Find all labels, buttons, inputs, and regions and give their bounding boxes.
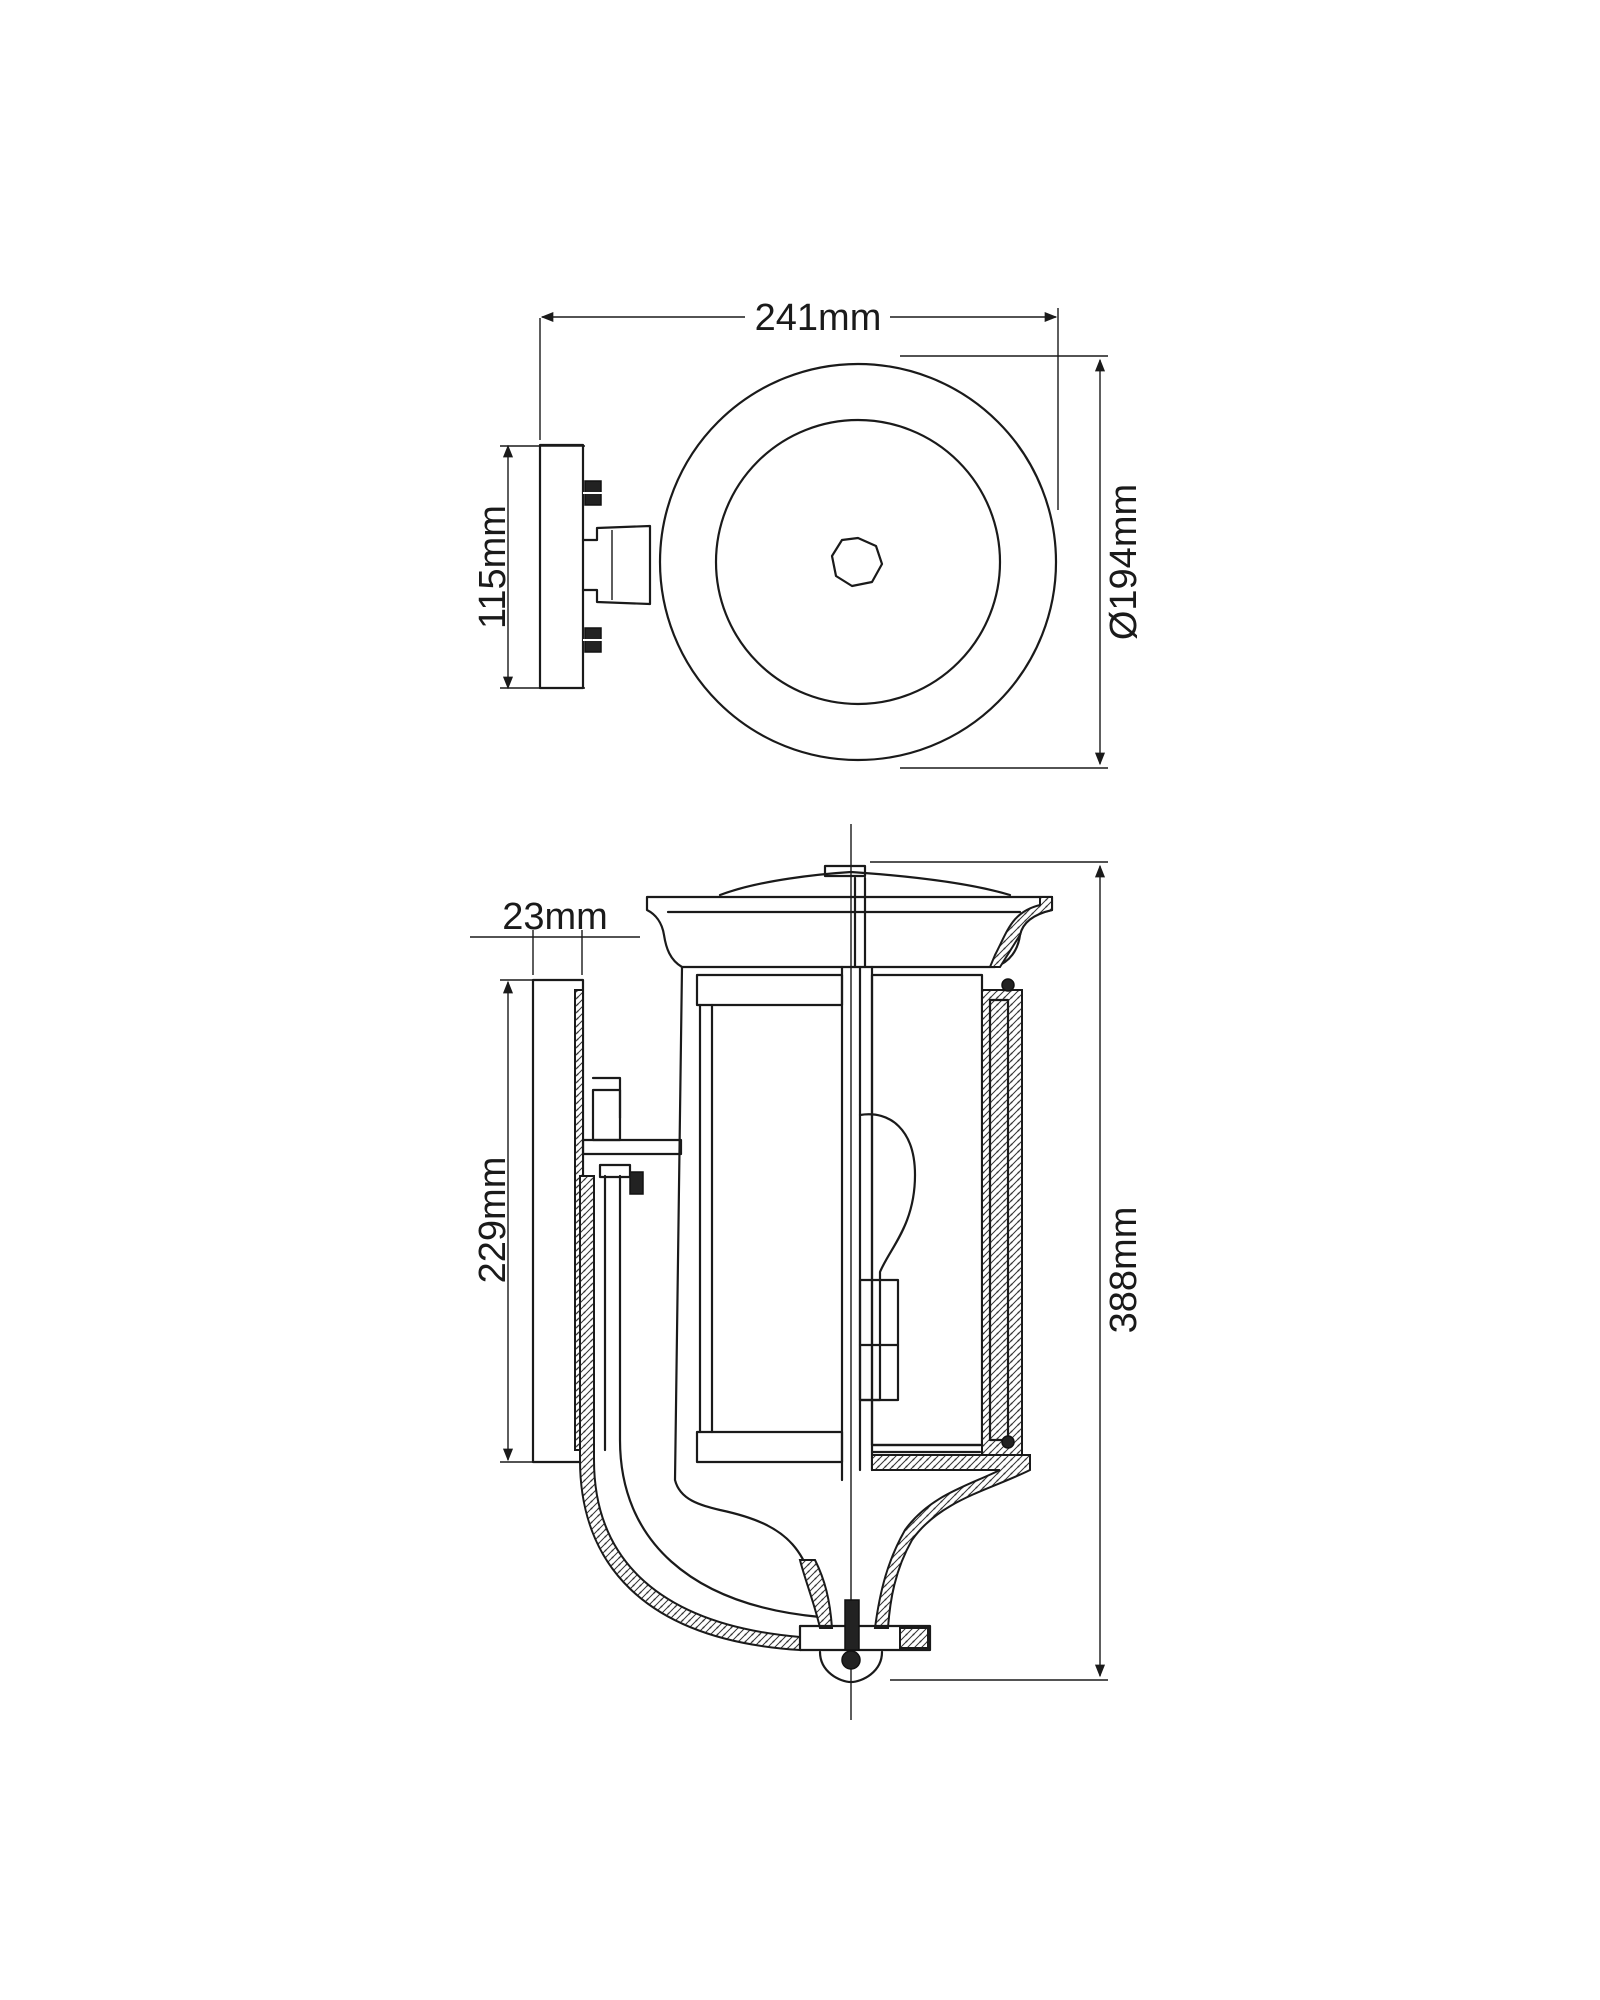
lower-band — [695, 1430, 844, 1464]
finial-hexagon — [830, 536, 884, 588]
side-view: 23mm 229mm — [470, 824, 1145, 1720]
curved-arm — [579, 1175, 801, 1652]
dim-plan-diameter: Ø194mm — [900, 355, 1145, 769]
bowl-section-left — [798, 1559, 834, 1629]
dim-side-backplate: 229mm — [472, 979, 540, 1463]
glass-panel — [870, 973, 984, 1447]
bottom-fitting — [798, 1624, 932, 1652]
clip-top — [1001, 978, 1015, 992]
dim-plan-backplate: 115mm — [472, 444, 585, 690]
dim-label-194mm: Ø194mm — [1103, 484, 1145, 640]
dim-side-depth: 23mm — [470, 896, 640, 975]
dim-side-total: 388mm — [870, 861, 1145, 1681]
dim-label-388mm: 388mm — [1103, 1207, 1145, 1334]
finial-top — [823, 864, 867, 878]
upper-band — [695, 973, 844, 1007]
frame-section-right — [981, 989, 1023, 1461]
bottom-knob — [818, 1650, 884, 1684]
arm-bar — [581, 1138, 683, 1156]
dim-plan-width: 241mm — [539, 297, 1059, 510]
lantern-body-left — [673, 965, 822, 1622]
lantern-outer-circle — [658, 362, 1058, 762]
plan-view: 241mm 115mm Ø194mm — [472, 297, 1145, 769]
backplate-plan — [538, 443, 585, 690]
clip-bottom — [1001, 1435, 1015, 1449]
lantern-inner-circle — [714, 418, 1002, 706]
arm-plan — [581, 524, 652, 606]
mount-block — [591, 1088, 622, 1142]
dim-label-115mm: 115mm — [472, 505, 514, 629]
screw-side — [629, 1171, 644, 1195]
bracket-stem — [591, 1076, 622, 1120]
bulb-socket — [858, 1278, 900, 1402]
bulb — [858, 1113, 917, 1402]
lantern-cap — [645, 895, 1054, 969]
dim-label-229mm: 229mm — [472, 1157, 514, 1284]
bowl-section — [871, 1454, 1031, 1629]
dim-label-241mm: 241mm — [755, 297, 882, 339]
dim-label-23mm: 23mm — [502, 896, 608, 938]
